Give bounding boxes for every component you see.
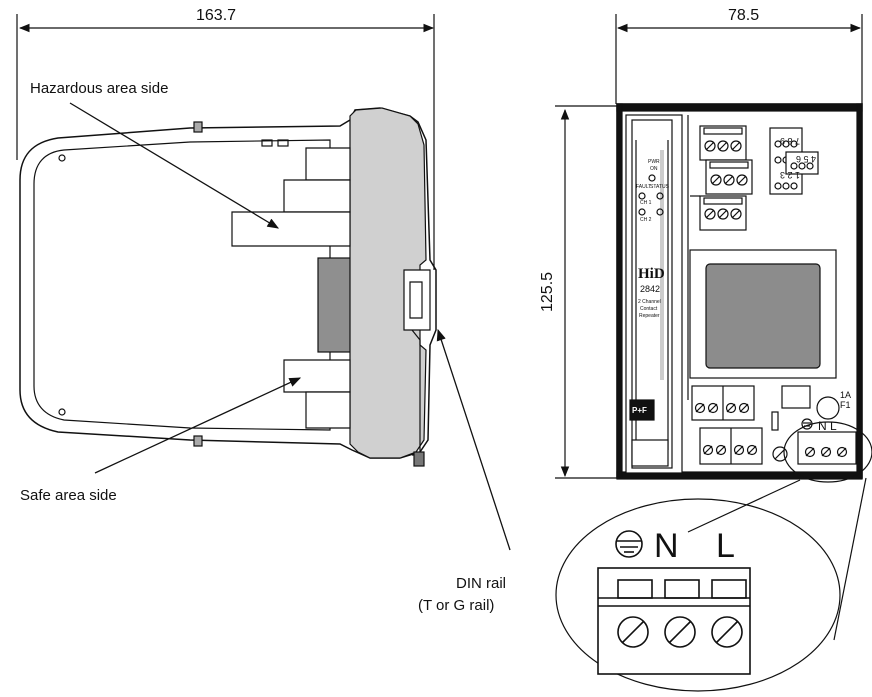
led-on-label: ON: [650, 166, 658, 172]
brand-logo: HiD: [638, 266, 665, 282]
terminal-top-3: [699, 195, 747, 231]
dimension-front-height: 125.5: [539, 272, 556, 312]
supply-nl-small: N L: [818, 419, 837, 433]
pf-logo: P+F: [632, 406, 647, 415]
zoom-line-label: L: [716, 527, 735, 565]
led-fault-label: FAULT: [636, 184, 651, 190]
terminal-block-hazardous-2: [283, 179, 351, 213]
terminal-bottom-left: [691, 385, 755, 421]
pins-bot-label: 1 2 3: [780, 170, 800, 180]
terminal-top-1: [699, 125, 747, 161]
led-ch2-label: CH 2: [640, 217, 652, 223]
dimension-overall-width: 163.7: [196, 7, 236, 24]
display-screen: [705, 263, 821, 369]
fuse-rating: 1A: [840, 390, 851, 400]
led-pwr-label: PWR: [648, 159, 660, 165]
side-view: [16, 14, 437, 467]
pins-top-label: 7 8 9: [780, 136, 800, 146]
zoom-indicator-ellipse: [783, 421, 872, 483]
terminal-bottom-lower: [699, 427, 763, 465]
leader-din-rail: [436, 328, 511, 551]
model-number: 2842: [640, 284, 660, 294]
terminal-block-safe-1: [283, 359, 351, 393]
led-status-label: STATUS: [650, 184, 670, 190]
din-rail-block: [317, 257, 353, 353]
terminal-block-hazardous-3: [231, 211, 351, 247]
desc-line-2: Contact: [640, 306, 658, 312]
terminal-top-2: [705, 159, 753, 195]
front-plate: [349, 107, 427, 459]
earth-icon: [615, 530, 643, 558]
dimension-front-width: 78.5: [728, 7, 759, 24]
desc-line-3: Repeater: [639, 313, 660, 319]
leader-safe: [94, 377, 302, 474]
label-din-rail-type: (T or G rail): [418, 597, 494, 614]
label-hazardous-area: Hazardous area side: [30, 80, 168, 97]
fuse-id: F1: [840, 400, 851, 410]
label-safe-area: Safe area side: [20, 487, 117, 504]
led-ch1-label: CH 1: [640, 200, 652, 206]
housing-outline: [19, 107, 437, 459]
label-din-rail: DIN rail: [456, 575, 506, 592]
supply-terminal-zoomed: [597, 567, 751, 675]
front-view: [555, 14, 872, 692]
leader-hazardous: [69, 102, 280, 229]
pins-mid-label: 4 5 6: [796, 154, 816, 164]
terminal-block-hazardous-1: [305, 147, 351, 181]
zoom-neutral-label: N: [654, 527, 679, 565]
terminal-block-safe-2: [305, 391, 351, 429]
pin-header: [769, 127, 819, 195]
desc-line-1: 2 Channel: [638, 299, 661, 305]
